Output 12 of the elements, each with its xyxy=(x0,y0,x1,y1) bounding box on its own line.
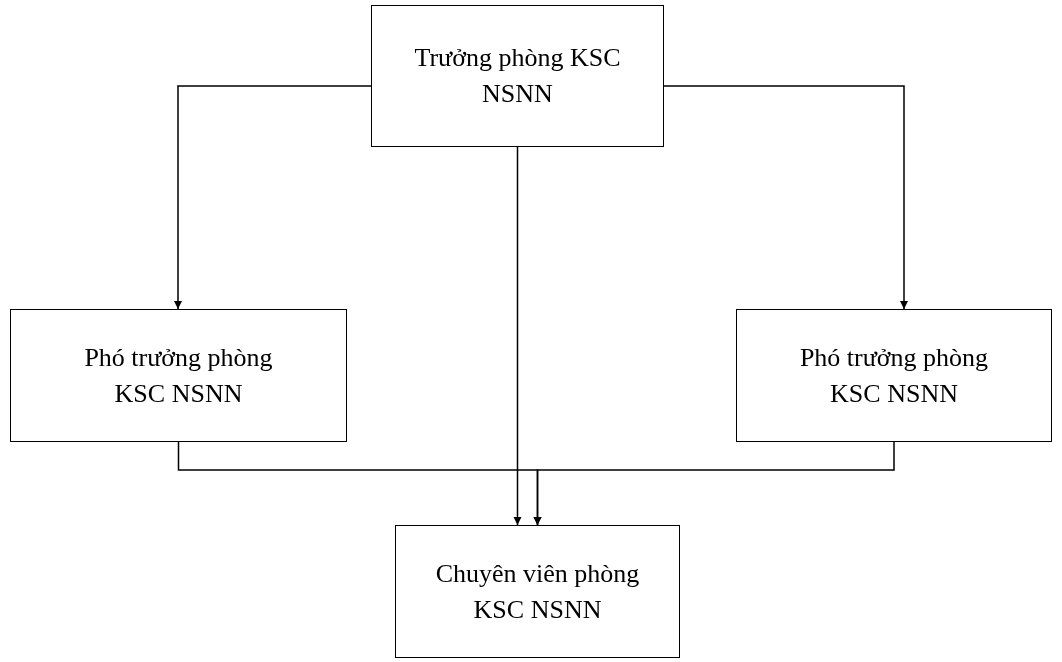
role-box xyxy=(395,525,680,658)
role-box xyxy=(371,5,664,147)
role-box xyxy=(10,309,347,442)
role-title: Trưởng phòng KSC NSNN xyxy=(413,42,622,110)
connector-arrow xyxy=(174,85,372,310)
connector-arrow xyxy=(663,85,908,310)
role-box xyxy=(736,309,1052,442)
role-title: Chuyên viên phòng KSC NSNN xyxy=(434,557,641,626)
connector-arrow xyxy=(533,441,895,526)
connector-arrow xyxy=(513,146,522,526)
role-title: Phó trưởng phòng KSC NSNN xyxy=(798,341,990,410)
role-title: Phó trưởng phòng KSC NSNN xyxy=(83,341,274,410)
